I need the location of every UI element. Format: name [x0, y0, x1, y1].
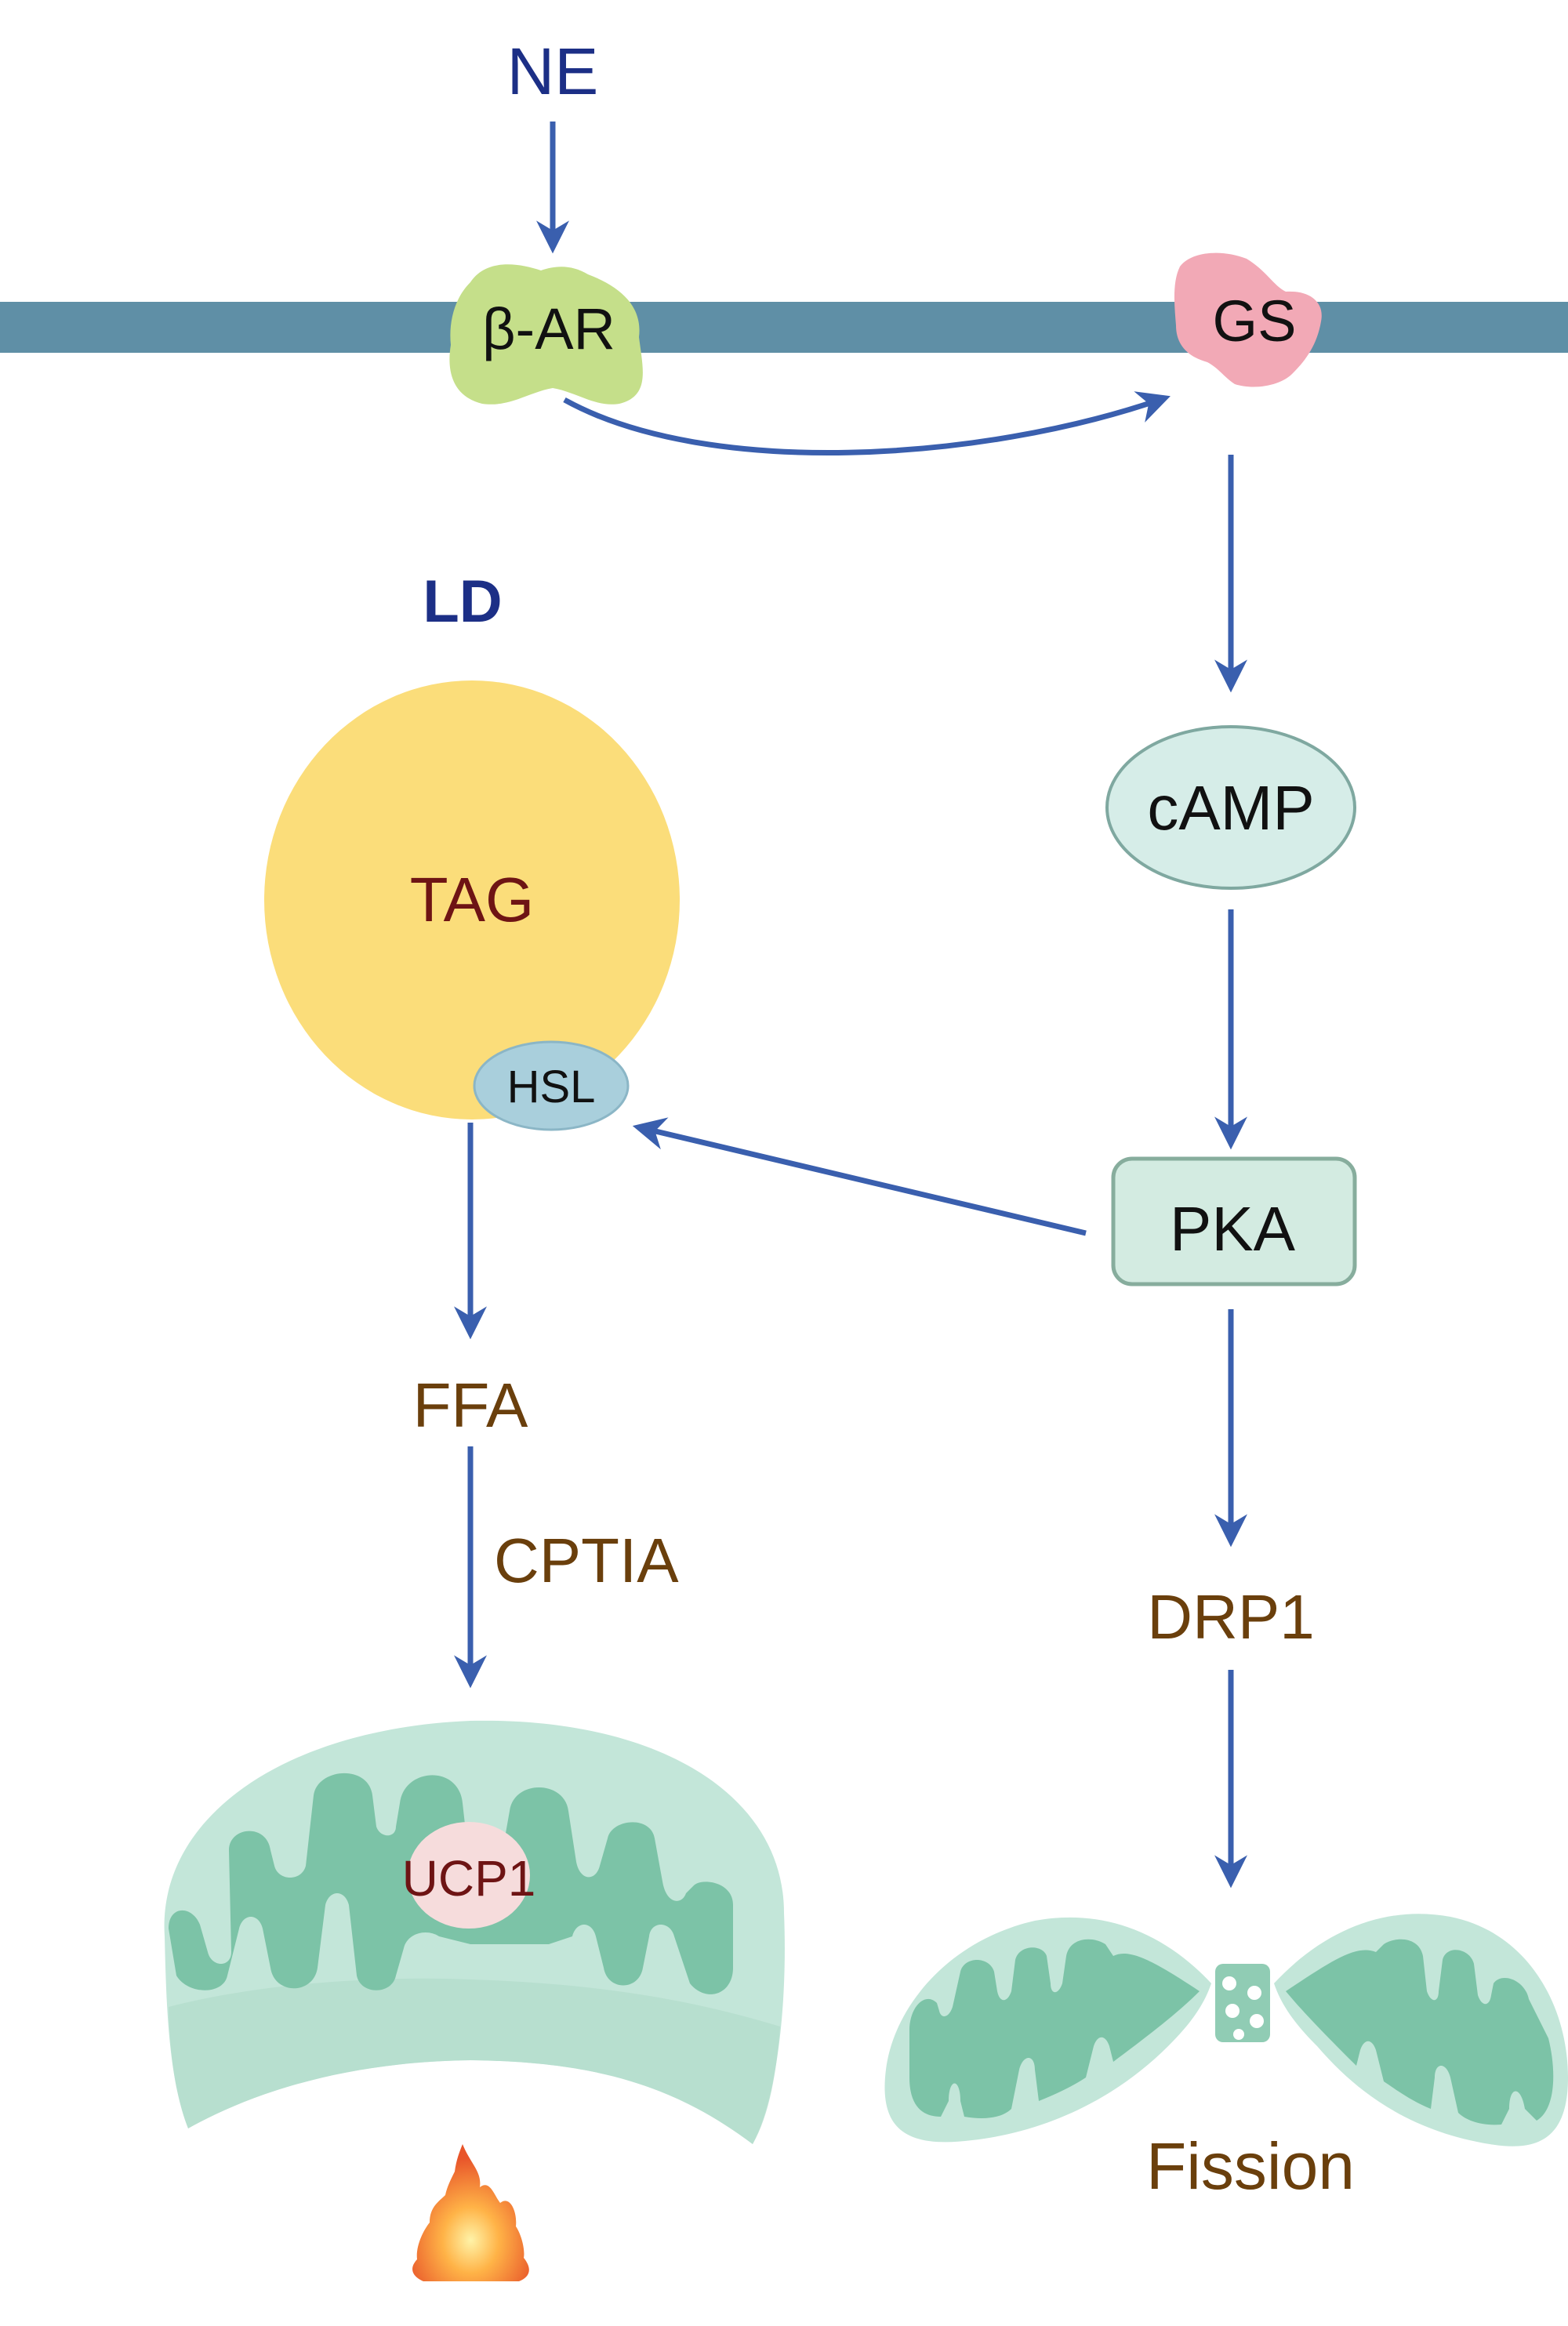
camp-label: cAMP [1147, 773, 1314, 843]
hsl-node [473, 1040, 630, 1131]
fission-label: Fission [1146, 2129, 1355, 2203]
tag-label: TAG [410, 865, 535, 934]
ne-label: NE [507, 34, 599, 108]
gs-protein [1174, 252, 1322, 387]
arrow-pka-to-hsl [632, 1117, 1087, 1236]
flame-icon [412, 2144, 529, 2281]
pka-label: PKA [1170, 1194, 1296, 1264]
gs-label: GS [1213, 288, 1297, 354]
camp-node [1105, 725, 1356, 890]
fission-mito-right-cristae [1286, 1939, 1554, 2125]
cptia-label: CPTIA [494, 1526, 679, 1595]
ucp1-protein [408, 1822, 530, 1929]
pka-node [1111, 1156, 1357, 1286]
drp1-label: DRP1 [1147, 1582, 1314, 1652]
ucp1-label: UCP1 [402, 1850, 536, 1907]
fission-mito-left-cristae [909, 1939, 1200, 2118]
cell-membrane [0, 302, 1568, 353]
hsl-label: HSL [507, 1061, 596, 1112]
drp1-constriction-ring [1215, 1964, 1270, 2042]
beta-ar-label: β-AR [482, 296, 615, 361]
mitochondrion-fission [884, 1914, 1568, 2146]
ffa-label: FFA [413, 1370, 528, 1440]
mitochondrion-lower-shade [169, 1978, 780, 2144]
beta-ar-receptor [449, 264, 643, 405]
lipid-droplet [264, 680, 680, 1119]
arrow-beta-ar-to-gs [563, 391, 1171, 455]
ld-label: LD [423, 568, 502, 635]
mitochondrion-thermogenic: UCP1 [164, 1720, 785, 2144]
